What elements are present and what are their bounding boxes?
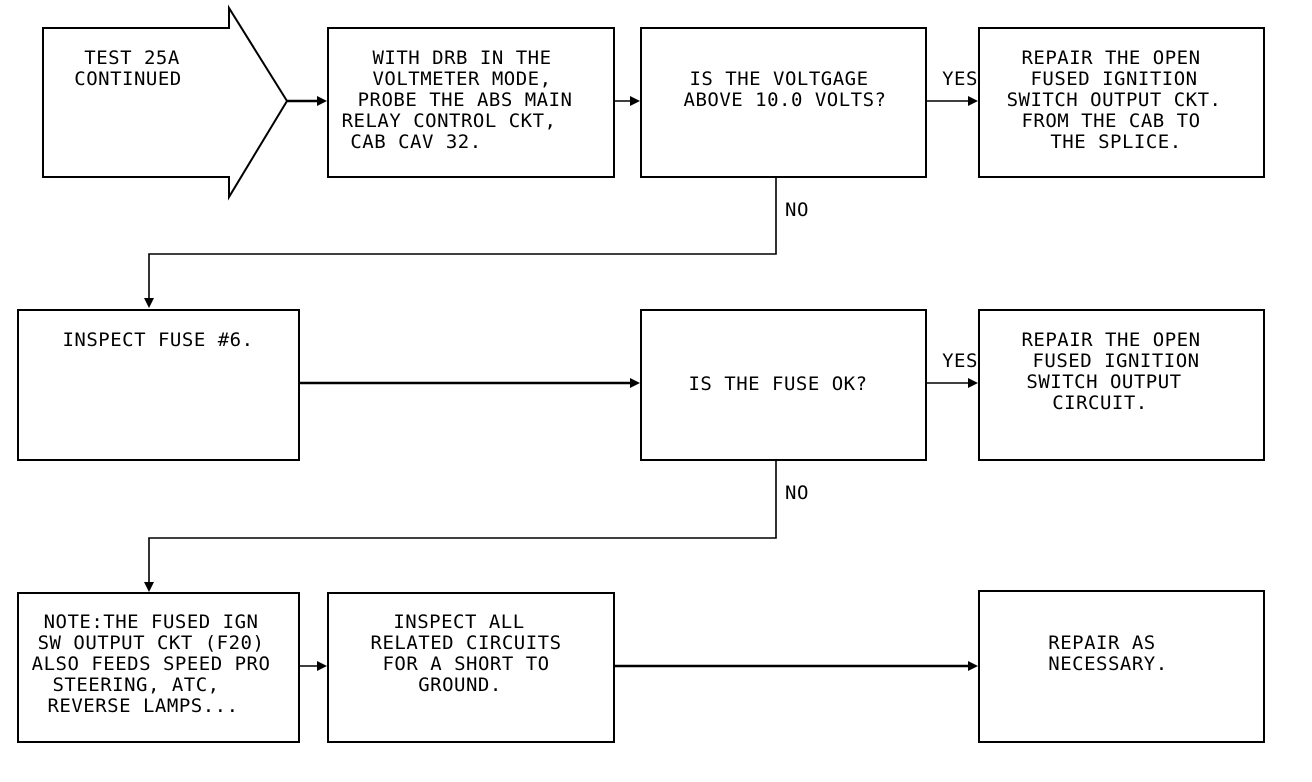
arrowhead	[144, 582, 154, 592]
repair-necessary-box	[978, 590, 1265, 743]
inspect-all-text: INSPECT ALL RELATED CIRCUITS FOR A SHORT…	[371, 611, 574, 696]
drb-probe-line: RELAY CONTROL CKT,	[342, 110, 557, 132]
inspect-all-line: GROUND.	[418, 674, 502, 696]
fuse-question-text: IS THE FUSE OK?	[688, 373, 867, 395]
inspect-all-line: RELATED CIRCUITS	[371, 632, 562, 654]
voltage-question-line: ABOVE 10.0 VOLTS?	[684, 89, 887, 111]
repair-necessary-line: NECESSARY.	[1048, 653, 1167, 675]
repair-circuit-text: REPAIR THE OPEN FUSED IGNITION SWITCH OU…	[1021, 329, 1212, 414]
repair-circuit-box	[978, 309, 1265, 461]
no-2-line	[148, 460, 777, 583]
note-line: STEERING, ATC,	[52, 674, 219, 696]
repair-circuit-line: SWITCH OUTPUT	[1026, 371, 1181, 393]
repair-circuit-line: CIRCUIT.	[1052, 392, 1148, 414]
inspect-all-box	[327, 592, 615, 743]
no-1-line	[148, 177, 777, 299]
note-line: NOTE:THE FUSED IGN	[44, 611, 259, 633]
note-box	[17, 592, 300, 743]
arrowhead	[968, 378, 978, 388]
arrowhead	[630, 96, 640, 106]
drb-probe-line: WITH DRB IN THE	[372, 47, 551, 69]
repair-splice-line: THE SPLICE.	[1050, 131, 1181, 153]
start-line: CONTINUED	[74, 68, 181, 90]
drb-probe-box	[327, 27, 615, 178]
inspect-fuse-box	[17, 309, 300, 461]
start-line: TEST 25A	[84, 47, 180, 69]
drb-probe-line: PROBE THE ABS MAIN	[358, 89, 573, 111]
voltage-question-line: IS THE VOLTGAGE	[689, 68, 868, 90]
yes-1-label: YES	[942, 68, 978, 90]
note-line: SW OUTPUT CKT (F20)	[38, 632, 265, 654]
voltage-question-text: IS THE VOLTGAGE ABOVE 10.0 VOLTS?	[684, 68, 887, 111]
repair-necessary-line: REPAIR AS	[1048, 632, 1155, 654]
arrowhead	[630, 378, 640, 388]
repair-circuit-line: REPAIR THE OPEN	[1021, 329, 1200, 351]
repair-splice-line: REPAIR THE OPEN	[1021, 47, 1200, 69]
repair-circuit-line: FUSED IGNITION	[1032, 350, 1199, 372]
yes-2-label: YES	[942, 350, 978, 372]
drb-probe-text: WITH DRB IN THE VOLTMETER MODE, PROBE TH…	[342, 47, 585, 153]
arrowhead	[317, 661, 327, 671]
arrowhead	[317, 96, 327, 106]
repair-splice-line: FROM THE CAB TO	[1021, 110, 1200, 132]
drb-probe-line: CAB CAV 32.	[350, 131, 481, 153]
no-2-label: NO	[785, 482, 809, 504]
inspect-fuse-text: INSPECT FUSE #6.	[62, 329, 253, 351]
note-text: NOTE:THE FUSED IGN SW OUTPUT CKT (F20) A…	[32, 611, 283, 717]
fuse-question-line: IS THE FUSE OK?	[688, 373, 867, 395]
start-arrow-shape	[42, 4, 289, 201]
inspect-all-line: FOR A SHORT TO	[382, 653, 549, 675]
repair-splice-box	[978, 27, 1265, 178]
repair-splice-text: REPAIR THE OPEN FUSED IGNITION SWITCH OU…	[1007, 47, 1234, 153]
fuse-question-box	[640, 309, 927, 461]
start-text: TEST 25A CONTINUED	[74, 47, 191, 90]
repair-splice-line: FUSED IGNITION	[1030, 68, 1197, 90]
arrowhead	[968, 96, 978, 106]
arrowhead	[144, 298, 154, 308]
repair-splice-line: SWITCH OUTPUT CKT.	[1007, 89, 1222, 111]
arrowhead	[968, 661, 978, 671]
repair-necessary-text: REPAIR AS NECESSARY.	[1048, 632, 1167, 675]
no-1-label: NO	[785, 199, 809, 221]
inspect-fuse-line: INSPECT FUSE #6.	[62, 329, 253, 351]
drb-probe-line: VOLTMETER MODE,	[372, 68, 551, 90]
voltage-question-box	[640, 27, 927, 178]
note-line: ALSO FEEDS SPEED PRO	[32, 653, 271, 675]
note-line: REVERSE LAMPS...	[47, 695, 238, 717]
inspect-all-line: INSPECT ALL	[393, 611, 524, 633]
